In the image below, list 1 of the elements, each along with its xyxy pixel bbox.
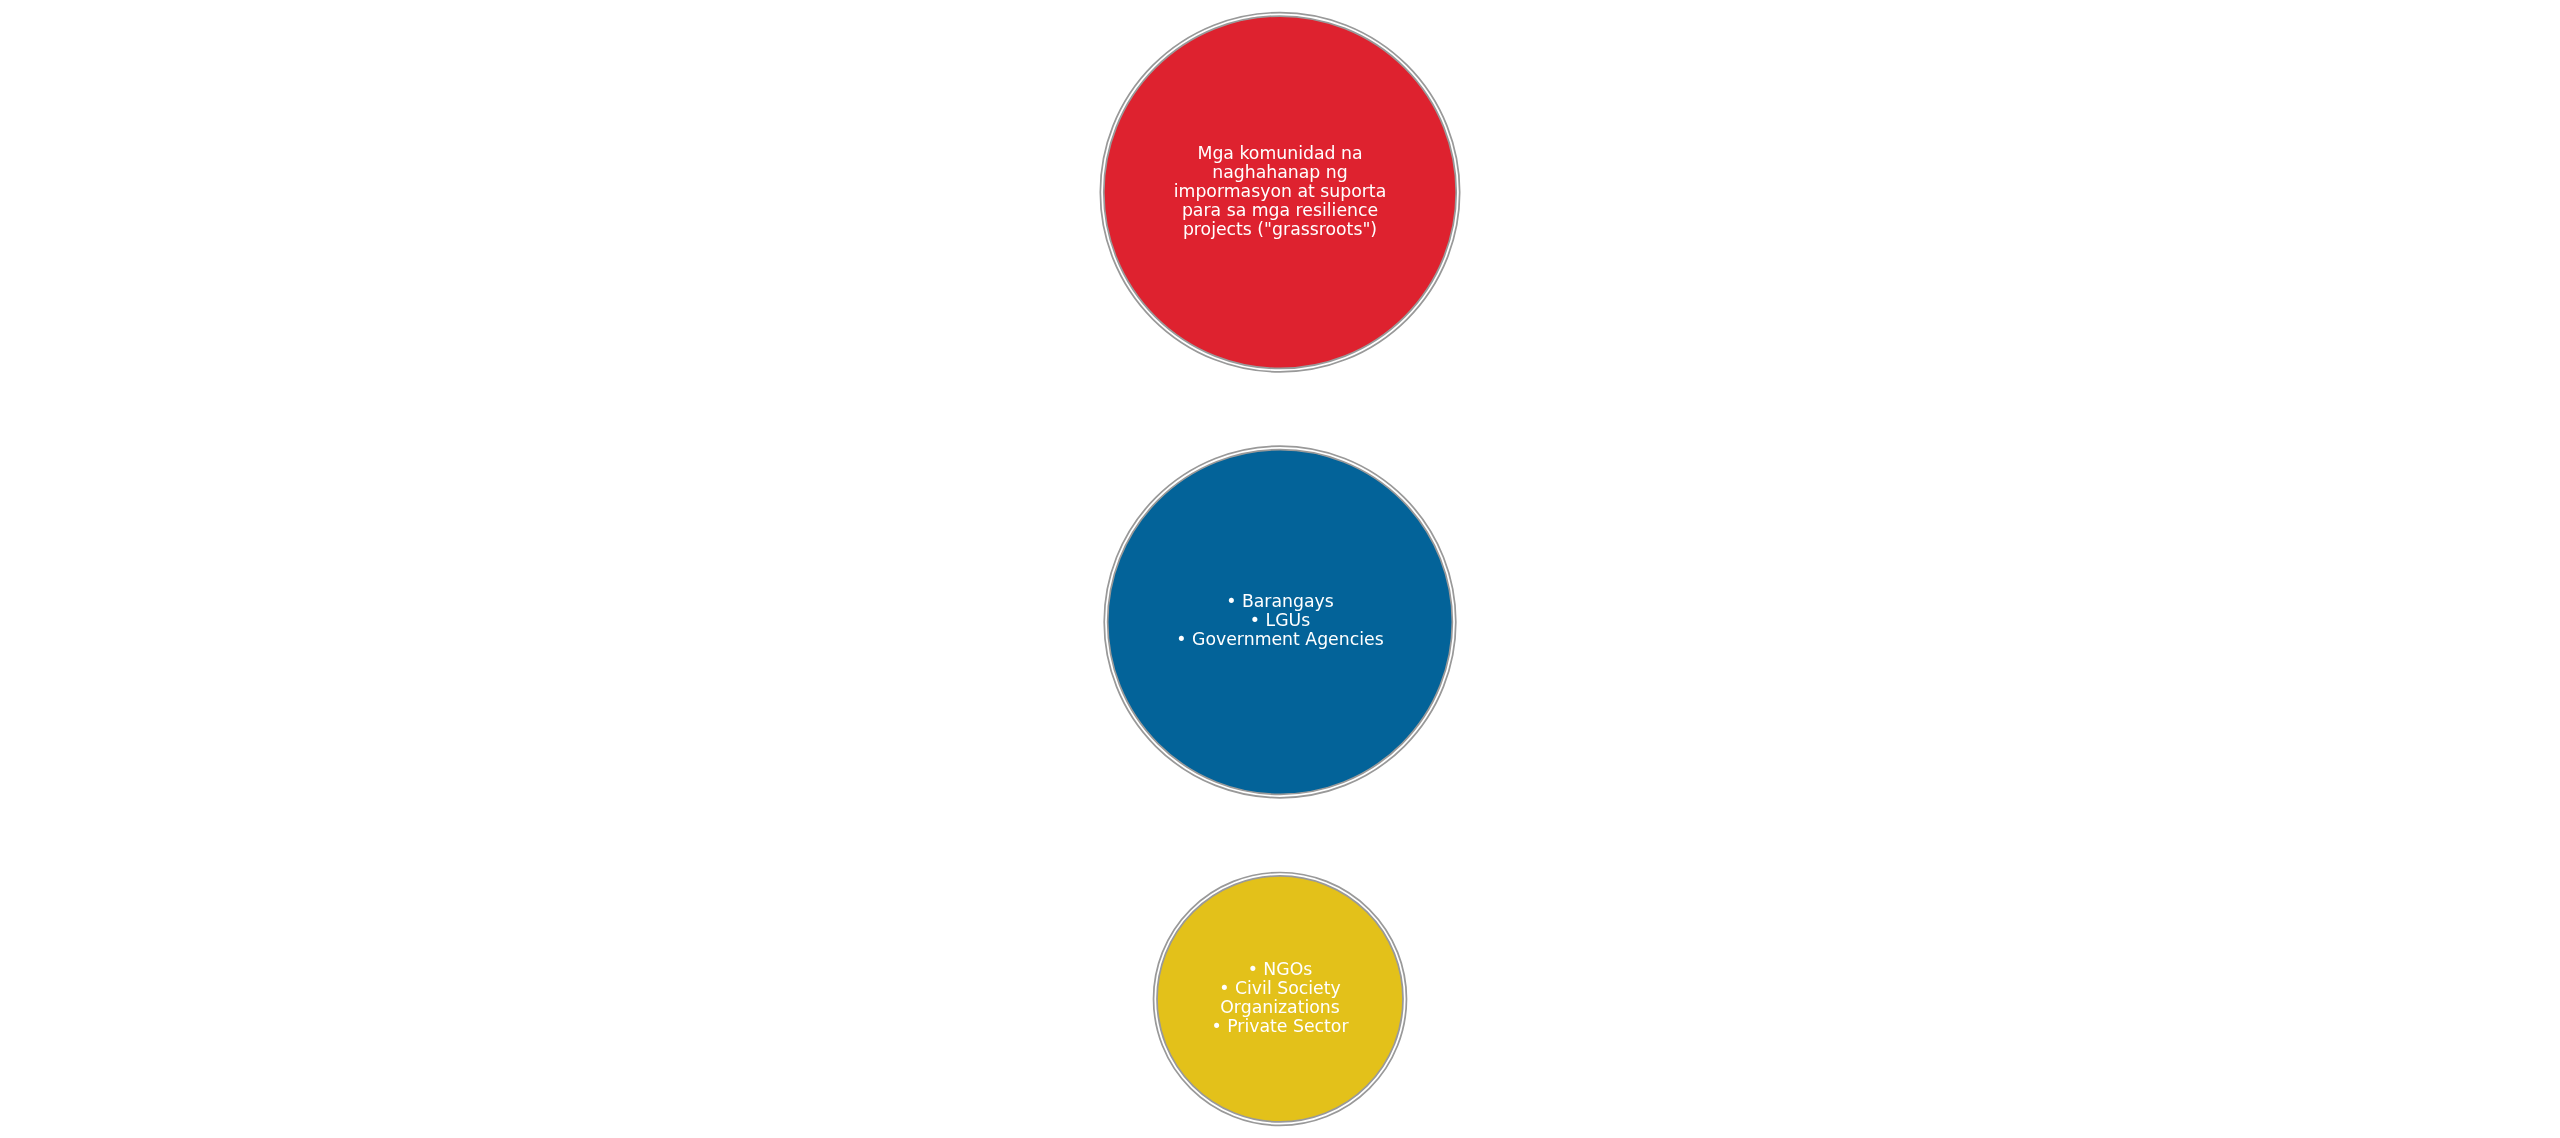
- node-circle: • NGOs • Civil Society Organizations • Private Sector: [1152, 871, 1408, 1127]
